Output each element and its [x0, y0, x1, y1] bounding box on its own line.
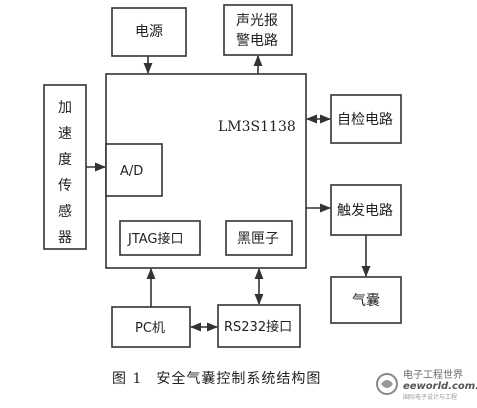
ad-converter-block: A/D	[105, 143, 163, 197]
ad-label: A/D	[120, 164, 143, 179]
alarm-label-line1: 声光报	[236, 13, 278, 29]
accel-char-6: 器	[58, 230, 72, 246]
pc-block: PC机	[111, 306, 191, 348]
self-check-block: 自检电路	[330, 94, 402, 144]
rs232-block: RS232接口	[217, 304, 301, 348]
trigger-label: 触发电路	[337, 203, 393, 219]
trigger-block: 触发电路	[330, 184, 402, 236]
eeworld-logo-icon	[376, 373, 398, 395]
watermark-url: eeworld.com.cn	[403, 381, 477, 392]
watermark-tagline: 国际电子设计与工程	[403, 394, 458, 401]
accel-char-5: 感	[58, 203, 72, 220]
mcu-label: LM3S1138	[218, 119, 296, 135]
figure-title: 安全气囊控制系统结构图	[156, 371, 322, 387]
accel-char-1: 加	[58, 100, 72, 116]
airbag-block: 气囊	[330, 276, 402, 324]
accel-char-4: 传	[58, 178, 72, 194]
jtag-block: JTAG接口	[119, 220, 201, 256]
figure-number: 图 1	[112, 371, 143, 387]
accel-sensor-block: 加 速 度 传 感 器	[43, 84, 87, 250]
black-box-label: 黑匣子	[237, 231, 279, 247]
rs232-label: RS232接口	[224, 319, 292, 335]
watermark-title: 电子工程世界	[403, 370, 463, 381]
self-check-label: 自检电路	[337, 112, 393, 128]
black-box-block: 黑匣子	[225, 220, 293, 256]
figure-caption: 图 1 安全气囊控制系统结构图	[112, 368, 335, 388]
eeworld-watermark: 电子工程世界 eeworld.com.cn 国际电子设计与工程	[375, 370, 477, 402]
accel-char-3: 度	[58, 152, 72, 168]
accel-char-2: 速	[58, 126, 72, 142]
alarm-block: 声光报 警电路	[223, 4, 293, 56]
power-block: 电源	[111, 7, 187, 57]
power-label: 电源	[135, 24, 163, 40]
alarm-label-line2: 警电路	[236, 33, 278, 49]
pc-label: PC机	[135, 321, 165, 336]
airbag-label: 气囊	[352, 292, 380, 309]
jtag-label: JTAG接口	[127, 231, 184, 247]
